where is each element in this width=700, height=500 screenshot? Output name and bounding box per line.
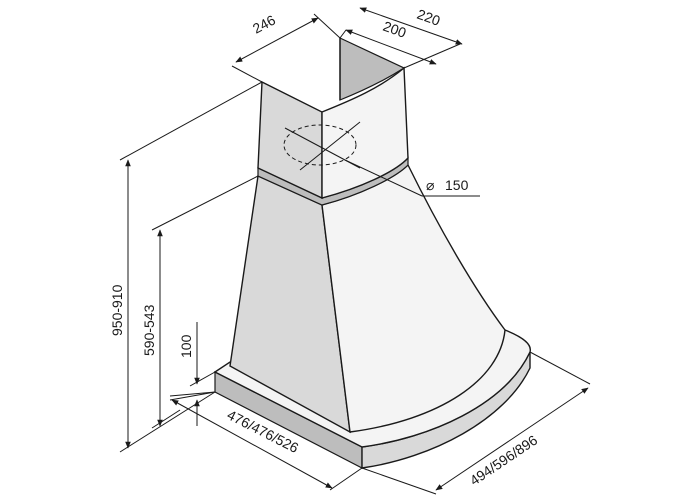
duct-ellipse bbox=[283, 124, 357, 166]
total-height-label: 950-910 bbox=[109, 284, 125, 336]
width-label: 494/596/896 bbox=[467, 432, 541, 489]
dim-duct-diameter: ⌀ 150 bbox=[344, 159, 480, 197]
chimney-depth-inner-label: 200 bbox=[381, 18, 409, 41]
canopy-height-label: 590-543 bbox=[141, 304, 157, 356]
duct-diameter-label: 150 bbox=[445, 177, 469, 193]
chimney-width-label: 246 bbox=[250, 11, 278, 36]
dim-canopy-height: 590-543 bbox=[141, 175, 259, 429]
hood-body bbox=[213, 37, 532, 469]
dim-total-height: 950-910 bbox=[109, 81, 263, 453]
diameter-symbol: ⌀ bbox=[426, 177, 434, 193]
chimney-depth-outer-label: 220 bbox=[415, 6, 443, 29]
dim-rim-height: 100 bbox=[169, 322, 216, 426]
chimney-right-face bbox=[321, 66, 409, 199]
dim-chimney-depth: 220 200 bbox=[339, 6, 463, 69]
dim-chimney-width: 246 bbox=[231, 11, 341, 83]
duct-cross-line-2 bbox=[299, 121, 361, 171]
rim-height-label: 100 bbox=[178, 334, 194, 358]
